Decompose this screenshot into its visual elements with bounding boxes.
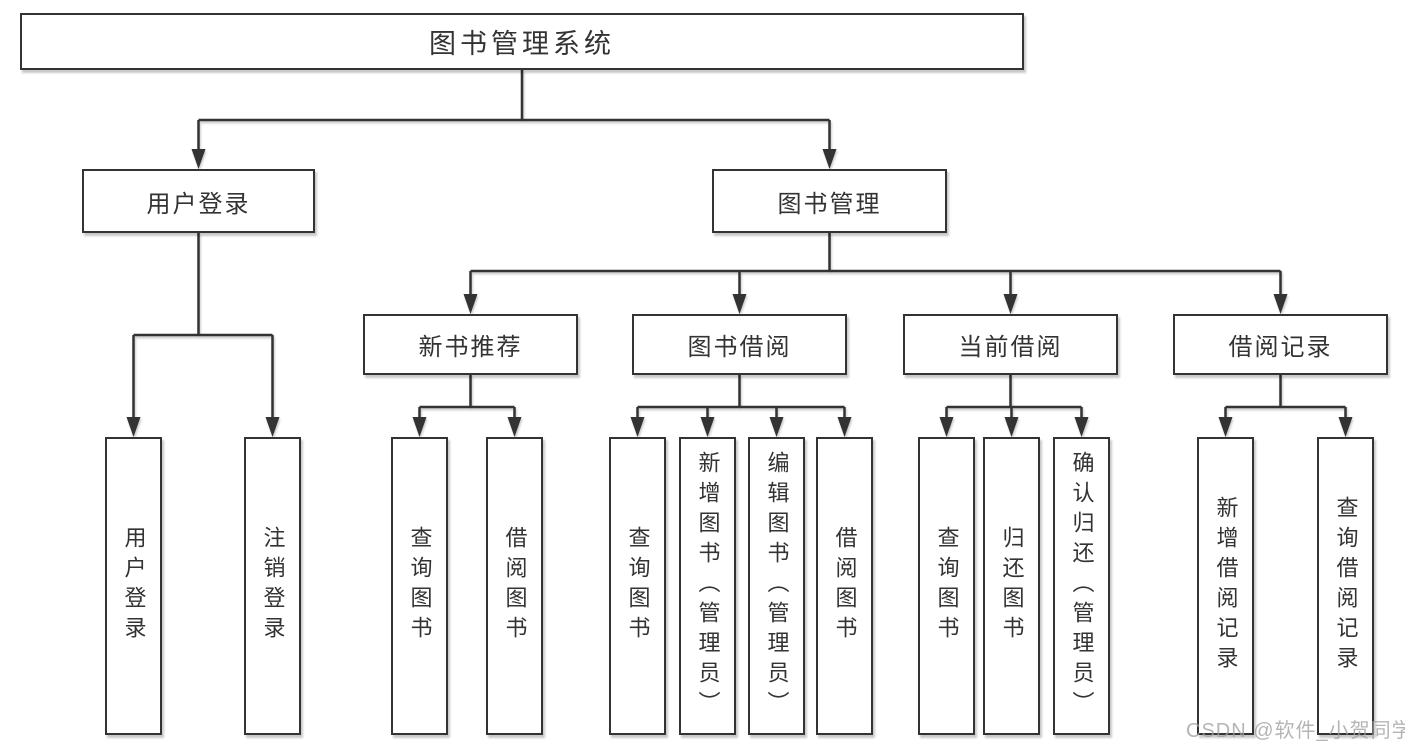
leaf-borrowing-borrow-books-label: 借阅图书: [832, 526, 858, 646]
node-root-library-management-system: 图书管理系统: [20, 13, 1024, 70]
leaf-current-return-books-label: 归还图书: [999, 526, 1025, 646]
leaf-borrowing-edit-books-admin-label: 编辑图书（管理员）: [764, 451, 790, 721]
node-borrowing-records-label: 借阅记录: [1228, 334, 1333, 361]
node-current-borrowing-label: 当前借阅: [958, 334, 1063, 361]
leaf-current-query-books-label: 查询图书: [934, 526, 960, 646]
leaf-borrowing-add-books-admin-label: 新增图书（管理员）: [695, 451, 721, 721]
leaf-records-query-borrow-record-label: 查询借阅记录: [1333, 496, 1359, 676]
leaf-records-query-borrow-record: 查询借阅记录: [1317, 437, 1374, 735]
node-borrowing-records: 借阅记录: [1173, 314, 1388, 375]
leaf-user-login: 用户登录: [105, 437, 162, 735]
leaf-current-confirm-return-admin: 确认归还（管理员）: [1053, 437, 1110, 735]
leaf-current-query-books: 查询图书: [918, 437, 975, 735]
leaf-user-login-label: 用户登录: [121, 526, 147, 646]
node-book-management-label: 图书管理: [777, 190, 882, 218]
leaf-recommend-borrow-books: 借阅图书: [486, 437, 543, 735]
leaf-borrowing-edit-books-admin: 编辑图书（管理员）: [748, 437, 805, 735]
node-book-borrowing: 图书借阅: [632, 314, 847, 375]
leaf-recommend-borrow-books-label: 借阅图书: [502, 526, 528, 646]
leaf-current-confirm-return-admin-label: 确认归还（管理员）: [1069, 451, 1095, 721]
leaf-borrowing-borrow-books: 借阅图书: [816, 437, 873, 735]
leaf-records-add-borrow-record: 新增借阅记录: [1197, 437, 1254, 735]
csdn-watermark: CSDN @软件_小贺同学: [1186, 720, 1405, 742]
node-user-login-label: 用户登录: [146, 190, 251, 218]
leaf-recommend-query-books: 查询图书: [391, 437, 448, 735]
node-book-management: 图书管理: [712, 169, 947, 233]
leaf-borrowing-query-books: 查询图书: [609, 437, 666, 735]
node-new-book-recommend: 新书推荐: [363, 314, 578, 375]
leaf-records-add-borrow-record-label: 新增借阅记录: [1213, 496, 1239, 676]
node-root-label: 图书管理系统: [429, 29, 615, 59]
leaf-logout-label: 注销登录: [260, 526, 286, 646]
node-user-login: 用户登录: [82, 169, 315, 233]
leaf-borrowing-add-books-admin: 新增图书（管理员）: [679, 437, 736, 735]
leaf-current-return-books: 归还图书: [983, 437, 1040, 735]
node-book-borrowing-label: 图书借阅: [687, 334, 792, 361]
leaf-recommend-query-books-label: 查询图书: [407, 526, 433, 646]
leaf-borrowing-query-books-label: 查询图书: [625, 526, 651, 646]
leaf-logout: 注销登录: [244, 437, 301, 735]
node-new-book-recommend-label: 新书推荐: [418, 334, 523, 361]
node-current-borrowing: 当前借阅: [903, 314, 1118, 375]
connector-edges: [132, 70, 1347, 419]
